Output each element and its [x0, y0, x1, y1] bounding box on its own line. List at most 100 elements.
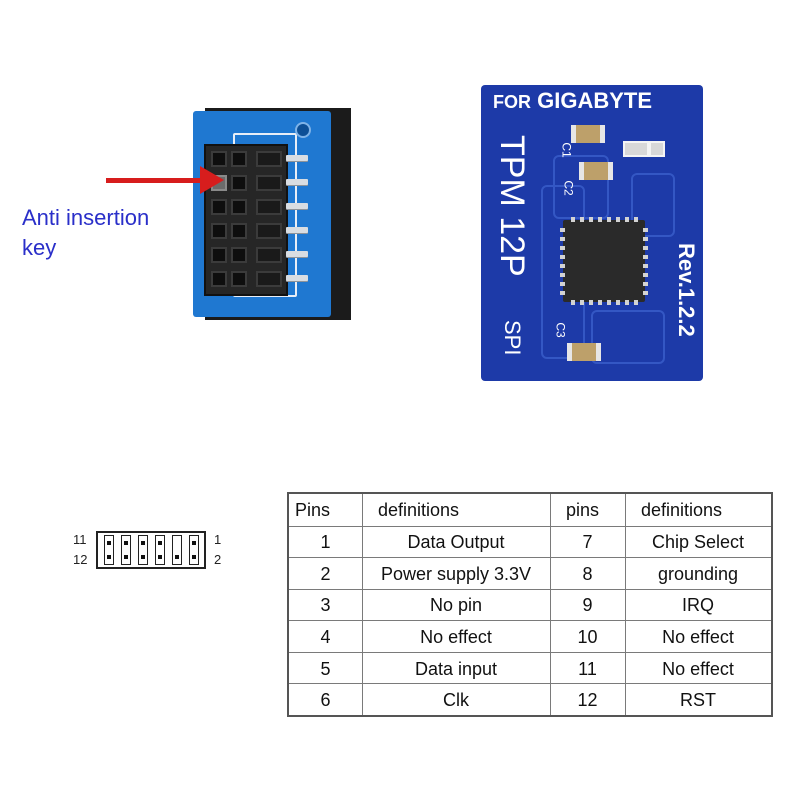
connector-socket	[211, 199, 227, 215]
table-column-divider	[362, 494, 363, 715]
pinout-pin-pair	[121, 535, 131, 565]
chip-pin	[643, 228, 648, 232]
pinout-pin-dot	[124, 541, 128, 545]
table-header-cell: pins	[566, 499, 600, 520]
chip-pin	[598, 300, 602, 305]
chip-pin	[643, 237, 648, 241]
table-cell: Clk	[443, 690, 469, 711]
chip-pin	[560, 228, 565, 232]
anti-insertion-label: Anti insertion key	[22, 203, 202, 263]
chip-pin	[625, 217, 629, 222]
table-cell: No effect	[662, 627, 734, 648]
table-header-cell: definitions	[378, 499, 460, 520]
table-cell: 6	[320, 690, 331, 711]
mounting-hole	[295, 122, 311, 138]
board-interface-label: SPI	[500, 320, 525, 356]
solder-pad	[649, 141, 665, 157]
pinout-pin-pair	[104, 535, 114, 565]
chip-pin	[616, 217, 620, 222]
pinout-pin-pair	[138, 535, 148, 565]
tpm-chip	[560, 217, 648, 305]
pinout-pin-dot	[107, 541, 111, 545]
table-cell: 11	[578, 658, 597, 679]
table-column-divider	[625, 494, 626, 715]
chip-pin	[607, 217, 611, 222]
connector-body-segment	[256, 271, 282, 287]
arrow-head-icon	[200, 166, 224, 194]
pinout-pin-pair	[172, 535, 182, 565]
chip-pin	[560, 273, 565, 277]
pcb-trace	[631, 173, 675, 237]
table-cell: 8	[582, 563, 593, 584]
brand-line: FOR GIGABYTE	[493, 88, 652, 114]
board-title-vertical: TPM 12P	[493, 135, 531, 277]
pinout-pin-pair	[189, 535, 199, 565]
chip-pin	[643, 273, 648, 277]
connector-pin-lead	[286, 227, 308, 233]
chip-pin	[560, 246, 565, 250]
chip-pin	[560, 264, 565, 268]
table-cell: 7	[582, 532, 593, 553]
header-pinout-diagram: 11 1 12 2	[70, 526, 230, 582]
pinout-pin-dot	[141, 541, 145, 545]
connector-pin-lead	[286, 203, 308, 209]
chip-pin	[589, 300, 593, 305]
connector-pin-lead	[286, 275, 308, 281]
chip-pin	[634, 300, 638, 305]
chip-pin	[560, 237, 565, 241]
silk-c3: C3	[553, 322, 568, 338]
connector-socket	[231, 223, 247, 239]
table-cell: Data input	[414, 658, 498, 679]
pinout-pin-dot	[124, 555, 128, 559]
connector-housing	[204, 144, 288, 296]
solder-pad	[623, 141, 649, 157]
chip-pin	[643, 291, 648, 295]
pinout-pin-dot	[158, 555, 162, 559]
chip-pin	[634, 217, 638, 222]
connector-body-segment	[256, 223, 282, 239]
table-cell: grounding	[657, 563, 739, 584]
anti-insertion-label-line2: key	[22, 235, 57, 260]
chip-pin	[589, 217, 593, 222]
arrow-shaft	[106, 178, 208, 183]
connector-socket	[231, 175, 247, 191]
chip-pin	[643, 264, 648, 268]
table-cell: 1	[320, 532, 331, 553]
connector-socket	[211, 247, 227, 263]
table-cell: Chip Select	[651, 532, 745, 553]
table-cell: Power supply 3.3V	[380, 563, 532, 584]
connector-pin-lead	[286, 251, 308, 257]
connector-socket	[231, 151, 247, 167]
connector-pin-lead	[286, 179, 308, 185]
table-cell: Data Output	[407, 532, 505, 553]
connector-pin-lead	[286, 155, 308, 161]
table-cell: 4	[320, 627, 331, 648]
connector-socket	[231, 247, 247, 263]
table-cell: IRQ	[681, 595, 714, 616]
chip-pin	[580, 300, 584, 305]
chip-pin	[580, 217, 584, 222]
connector-socket	[211, 151, 227, 167]
connector-body-segment	[256, 175, 282, 191]
chip-pin	[560, 291, 565, 295]
table-cell: 5	[320, 658, 331, 679]
capacitor-c2	[579, 162, 613, 180]
chip-pin	[643, 255, 648, 259]
table-column-divider	[550, 494, 551, 715]
table-cell: 12	[577, 690, 598, 711]
connector-body-segment	[256, 199, 282, 215]
pinout-label-bottom-right: 2	[214, 552, 222, 567]
table-header-cell: Pins	[295, 499, 331, 520]
pinout-pin-dot	[192, 555, 196, 559]
pinout-pin-pair	[155, 535, 165, 565]
brand-prefix: FOR	[493, 92, 531, 112]
chip-pin	[571, 300, 575, 305]
connector-socket	[211, 223, 227, 239]
chip-pin	[598, 217, 602, 222]
table-cell: 9	[582, 595, 593, 616]
